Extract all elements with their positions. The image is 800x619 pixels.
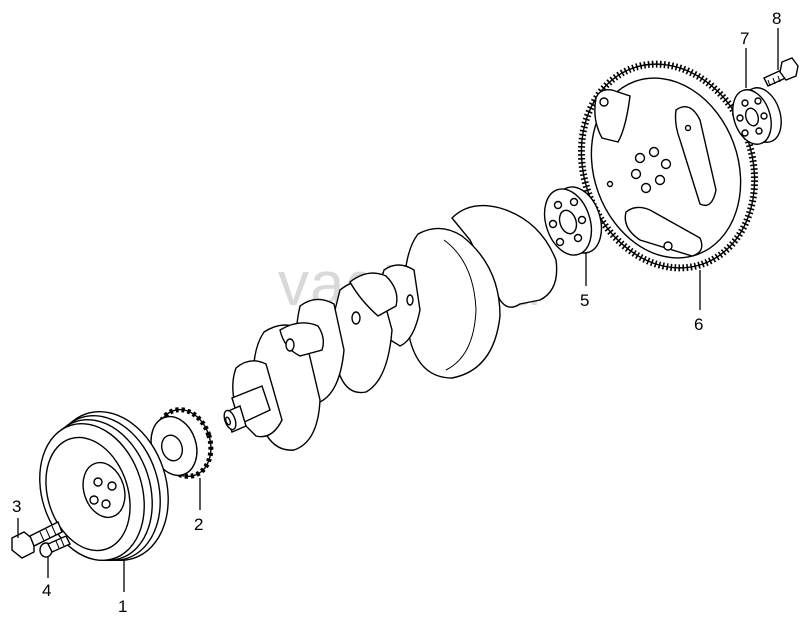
callout-5: 5 (580, 291, 589, 310)
callout-labels: 1 2 3 4 5 6 7 8 (12, 9, 781, 616)
crankshaft-part (223, 204, 558, 451)
leader-lines (17, 28, 779, 592)
spacer-plate-part (543, 186, 603, 256)
damper-bolt-part (11, 521, 63, 559)
reinforcement-plate-part (732, 87, 782, 145)
callout-7: 7 (740, 29, 749, 48)
flywheel-part (577, 60, 759, 272)
callout-2: 2 (194, 515, 203, 534)
callout-6: 6 (694, 315, 703, 334)
callout-3: 3 (12, 497, 21, 516)
callout-8: 8 (772, 9, 781, 28)
flywheel-bolt-part (763, 57, 799, 87)
vibration-damper-part (39, 410, 169, 562)
crankshaft-sprocket-part (150, 407, 214, 479)
callout-4: 4 (42, 581, 51, 600)
callout-1: 1 (118, 597, 127, 616)
sprocket-bolt-part (39, 535, 71, 558)
